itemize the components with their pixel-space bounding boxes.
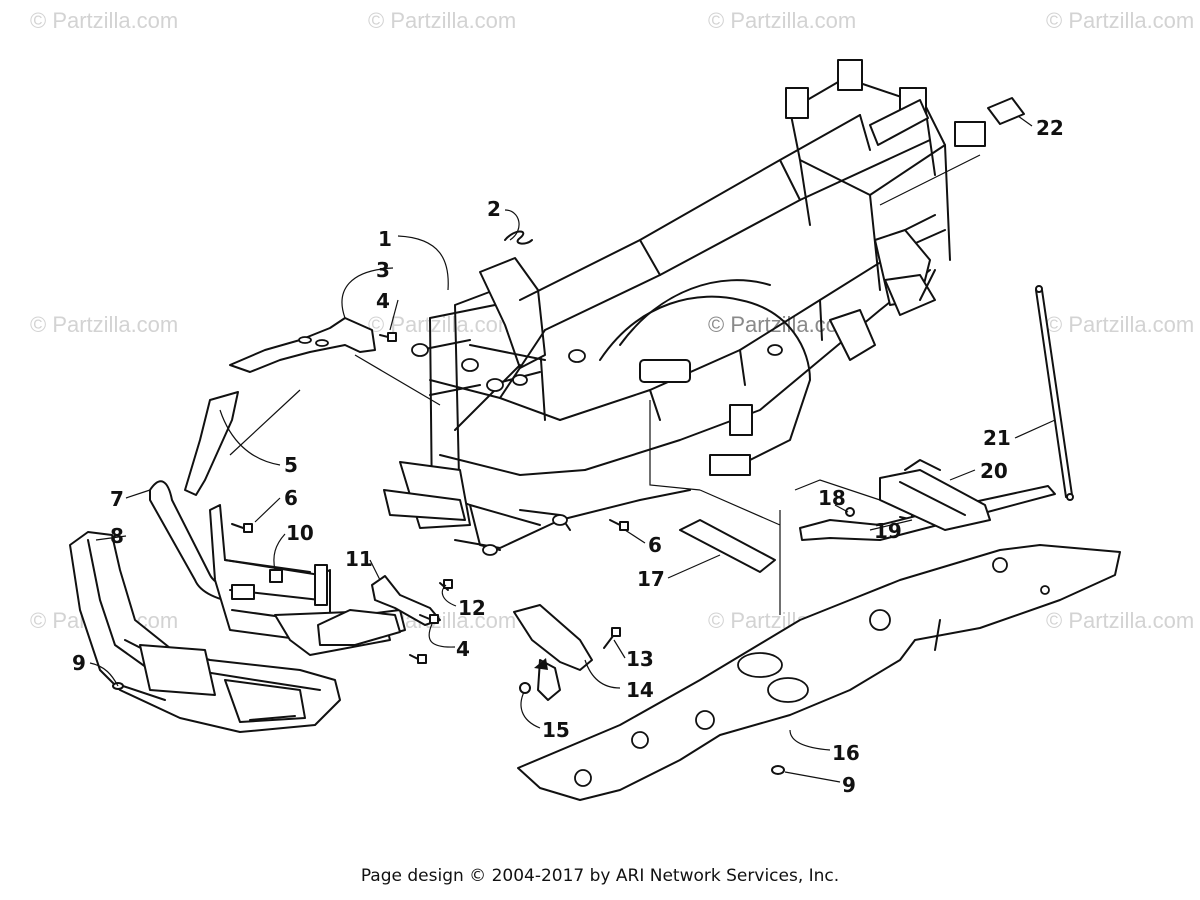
bracket-part-11 (371, 575, 441, 626)
nut-part-10 (269, 569, 283, 583)
callout-15: 15 (542, 718, 570, 742)
bracket-part-15 (537, 659, 561, 701)
clip-part-2 (504, 230, 533, 245)
rear-mount-tab (837, 59, 863, 91)
callout-6-left: 6 (284, 486, 298, 510)
front-bumper-cover-part-8 (69, 531, 341, 733)
callout-19: 19 (874, 519, 902, 543)
leader-lines (89, 115, 1056, 783)
rear-tube-part-19 (799, 485, 1056, 541)
callout-8: 8 (110, 524, 124, 548)
callout-4-upper: 4 (376, 289, 390, 313)
bracket-part-14 (513, 604, 593, 671)
copyright-footer: Page design © 2004-2017 by ARI Network S… (360, 866, 840, 886)
brace-part-5 (184, 391, 239, 496)
frame-tube-ends (411, 343, 783, 556)
left-bracket-part-3 (229, 317, 376, 373)
watermark-mid-right: © Partzilla.com (1046, 312, 1194, 337)
callout-2: 2 (487, 197, 501, 221)
callout-17: 17 (637, 567, 665, 591)
callout-20: 20 (980, 459, 1008, 483)
callout-18: 18 (818, 486, 846, 510)
callout-10: 10 (286, 521, 314, 545)
callout-21: 21 (983, 426, 1011, 450)
callout-6-center: 6 (648, 533, 662, 557)
callout-11: 11 (345, 547, 373, 571)
callout-9-right: 9 (842, 773, 856, 797)
watermark-top-left: © Partzilla.com (30, 8, 178, 33)
callout-9-left: 9 (72, 651, 86, 675)
main-frame (383, 59, 986, 556)
callout-14: 14 (626, 678, 654, 702)
callout-labels: 1 2 3 4 4 5 6 6 7 8 9 9 10 11 12 13 14 1… (72, 116, 1064, 797)
callout-16: 16 (832, 741, 860, 765)
skid-plate-part-16 (517, 544, 1121, 801)
decal-part-22 (987, 97, 1025, 125)
pad-part-17 (679, 519, 776, 573)
callout-4-lower: 4 (456, 637, 470, 661)
callout-5: 5 (284, 453, 298, 477)
callout-22: 22 (1036, 116, 1064, 140)
callout-1: 1 (378, 227, 392, 251)
callout-7: 7 (110, 487, 124, 511)
watermark-top-center-right: © Partzilla.com (708, 8, 856, 33)
bracket-part-12 (317, 609, 401, 646)
watermarks: © Partzilla.com © Partzilla.com © Partzi… (30, 8, 1194, 633)
callout-12: 12 (458, 596, 486, 620)
watermark-mid-left: © Partzilla.com (30, 312, 178, 337)
watermark-top-right: © Partzilla.com (1046, 8, 1194, 33)
watermark-low-right: © Partzilla.com (1046, 608, 1194, 633)
callout-3: 3 (376, 258, 390, 282)
callout-13: 13 (626, 647, 654, 671)
watermark-top-center-left: © Partzilla.com (368, 8, 516, 33)
